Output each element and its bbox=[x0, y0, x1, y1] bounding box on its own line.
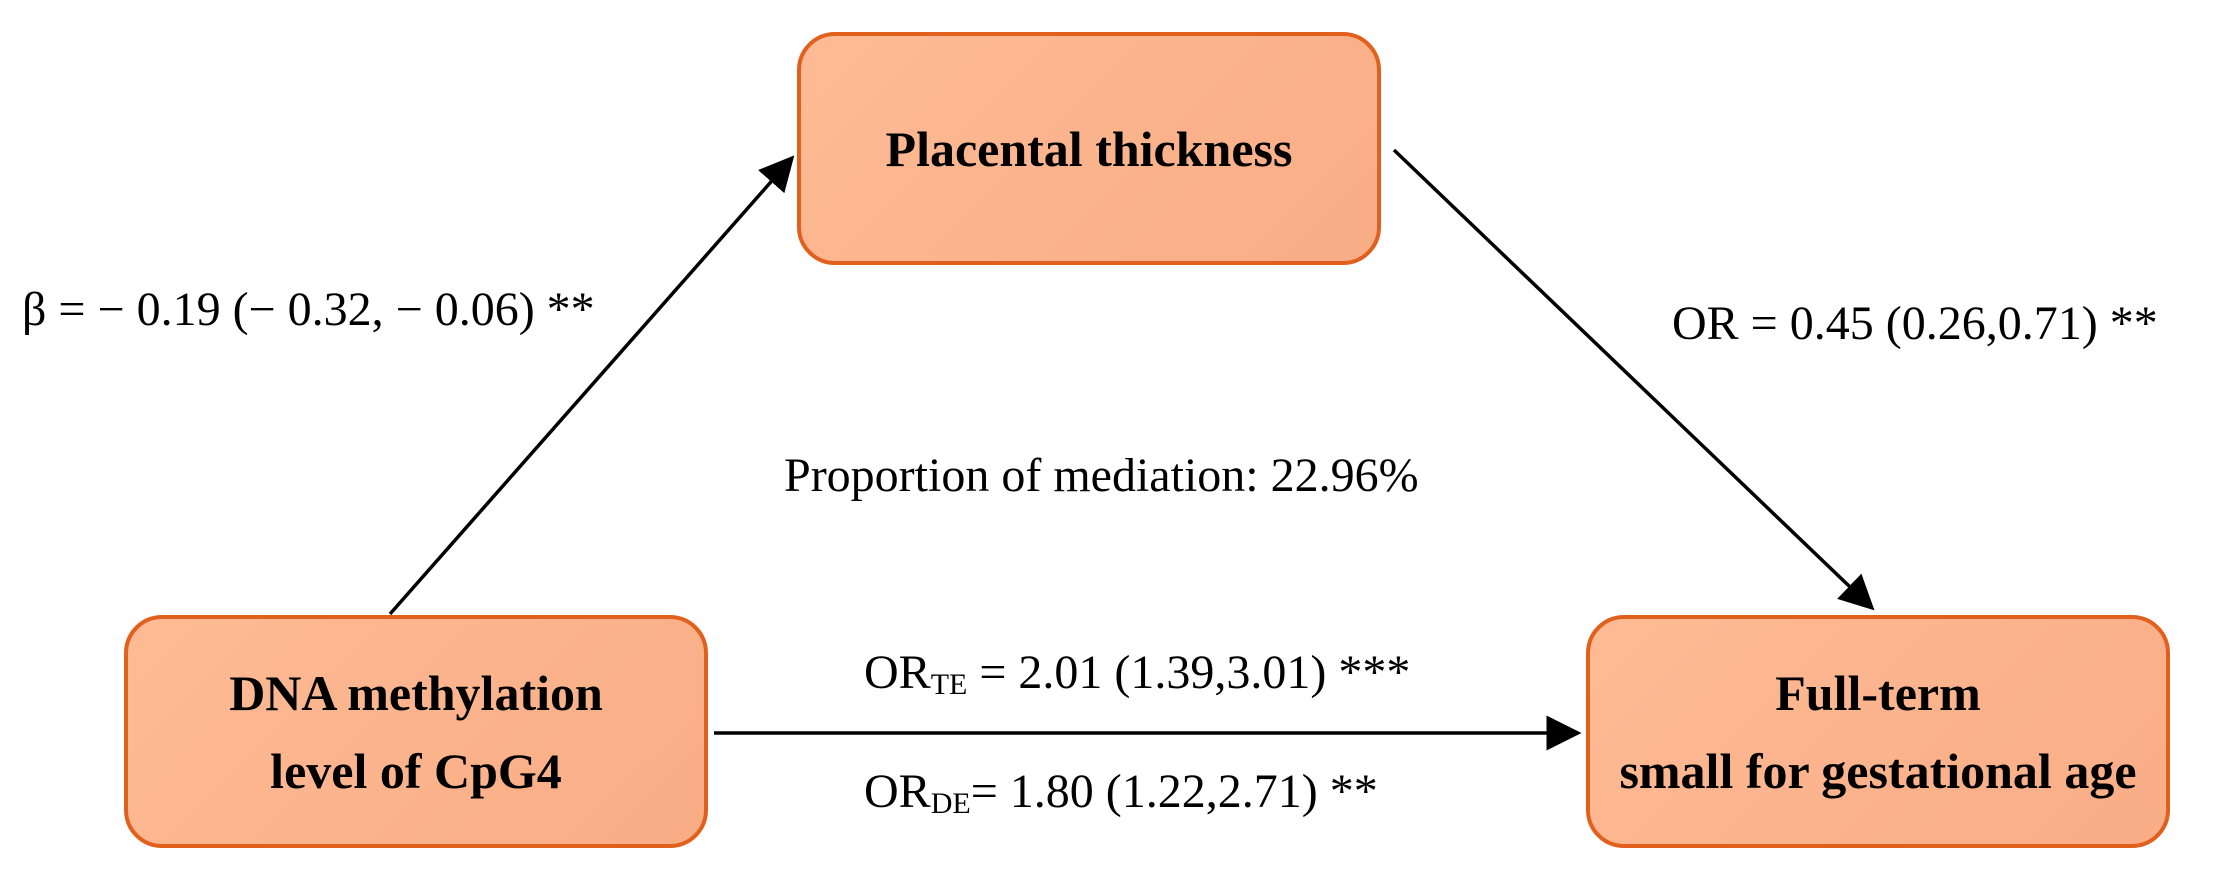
path-a-beta-label: β = − 0.19 (− 0.32, − 0.06) ** bbox=[22, 283, 595, 336]
total-effect-subscript: TE bbox=[930, 668, 968, 701]
outcome-box-full-term-sga: Full-term small for gestational age bbox=[1586, 615, 2170, 848]
direct-effect-value: = 1.80 (1.22,2.71) ** bbox=[970, 765, 1378, 818]
proportion-of-mediation-label: Proportion of mediation: 22.96% bbox=[784, 449, 1419, 502]
mediator-box-placental-thickness: Placental thickness bbox=[797, 32, 1381, 265]
total-effect-label: ORTE = 2.01 (1.39,3.01) *** bbox=[864, 645, 1410, 713]
arrow-exposure-to-mediator bbox=[388, 155, 795, 616]
exposure-box-line-1: DNA methylation bbox=[229, 664, 603, 721]
direct-effect-label: ORDE= 1.80 (1.22,2.71) ** bbox=[864, 764, 1378, 832]
direct-effect-subscript: DE bbox=[930, 787, 971, 820]
outcome-box-line-2: small for gestational age bbox=[1619, 742, 2137, 799]
exposure-box-dna-methylation: DNA methylation level of CpG4 bbox=[124, 615, 708, 848]
total-effect-value: = 2.01 (1.39,3.01) *** bbox=[967, 646, 1411, 699]
outcome-box-line-1: Full-term bbox=[1775, 664, 1981, 721]
total-effect-prefix: OR bbox=[864, 646, 931, 699]
exposure-box-line-2: level of CpG4 bbox=[270, 742, 562, 799]
arrow-mediator-to-outcome bbox=[1392, 148, 1875, 611]
mediator-box-line: Placental thickness bbox=[885, 120, 1293, 177]
direct-effect-prefix: OR bbox=[864, 765, 931, 818]
path-b-odds-ratio-label: OR = 0.45 (0.26,0.71) ** bbox=[1672, 297, 2158, 350]
